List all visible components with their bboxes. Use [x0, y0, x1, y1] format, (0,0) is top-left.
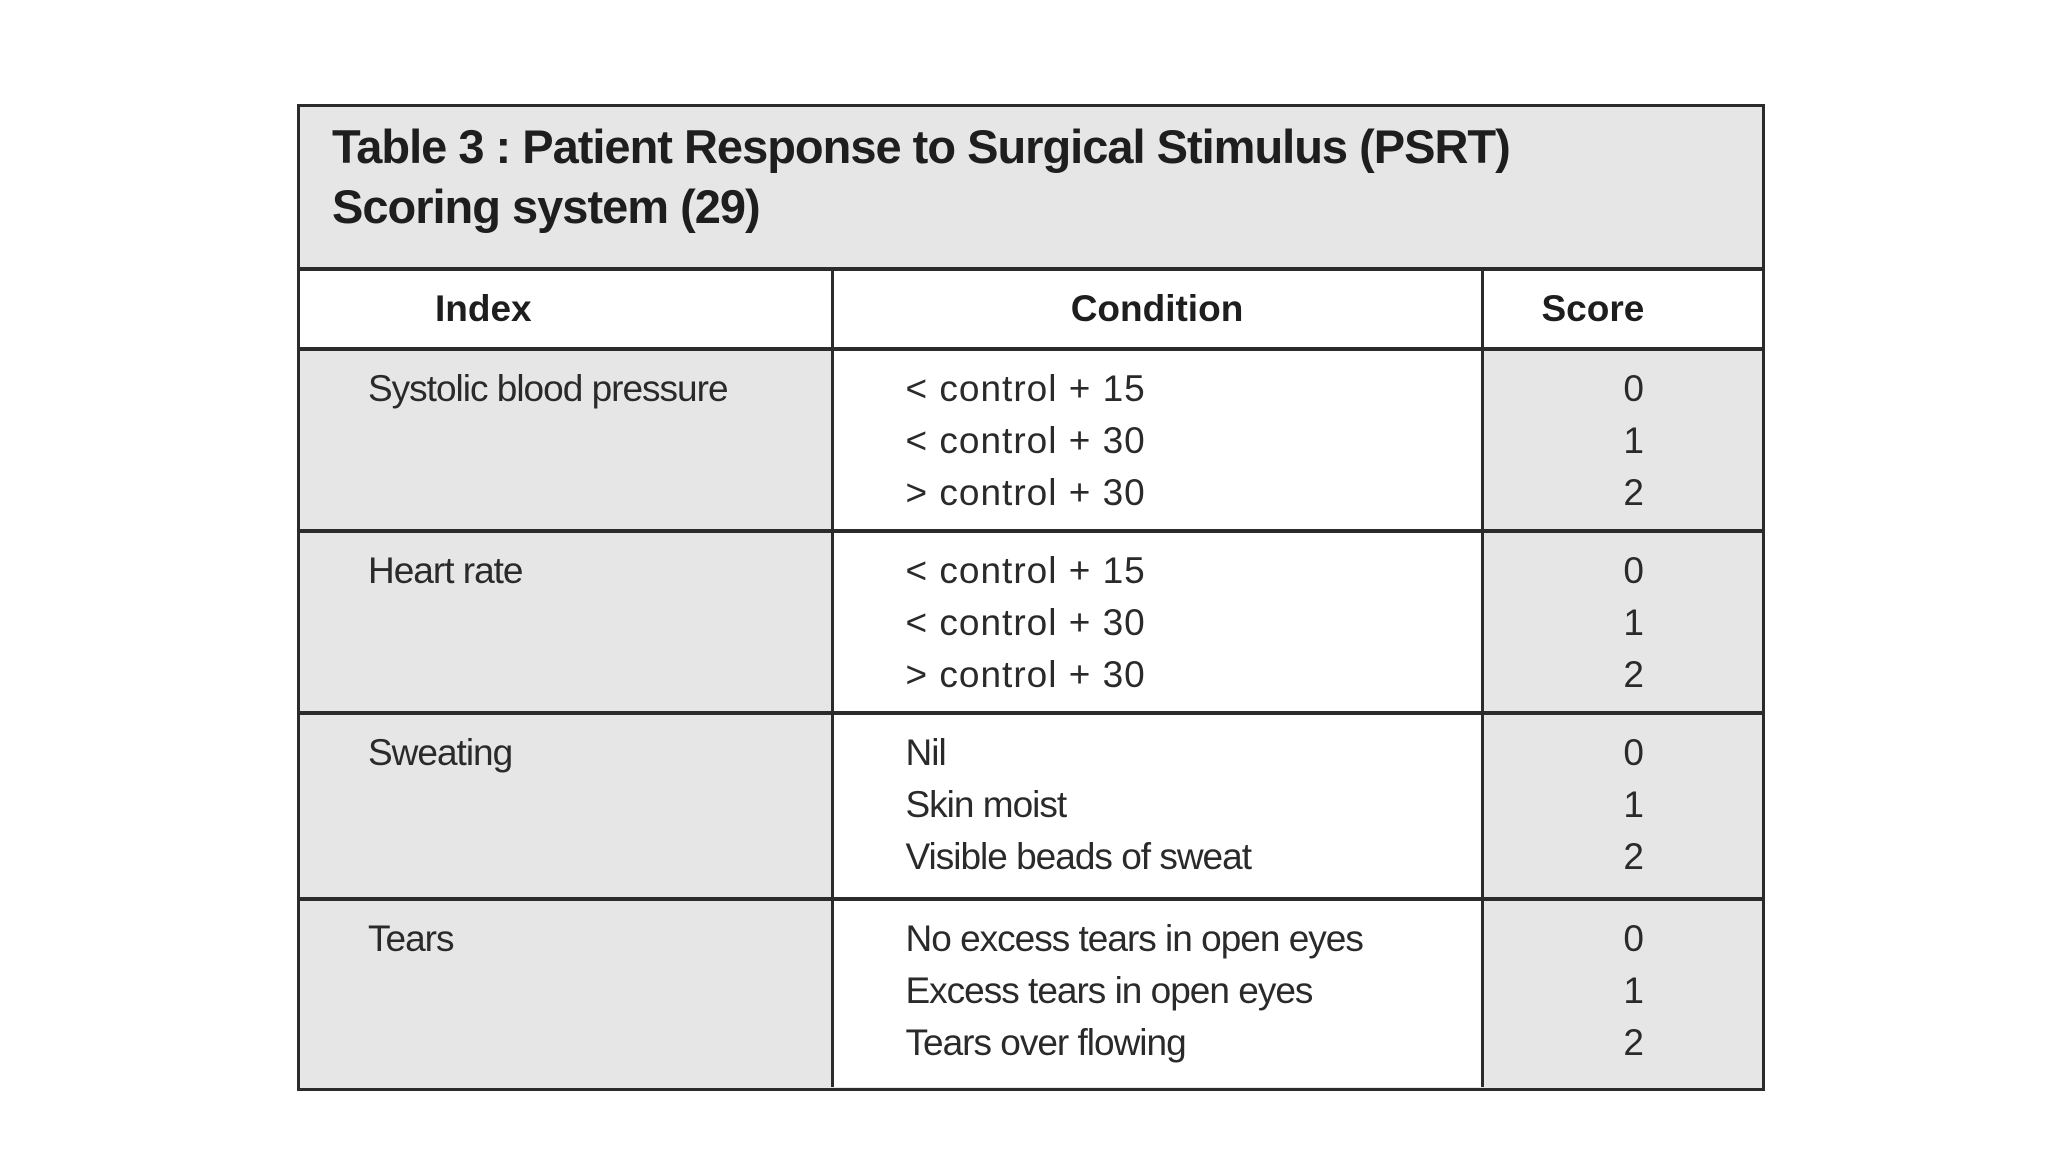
condition-line: Nil [905, 732, 947, 773]
score-value: 1 [1623, 970, 1644, 1011]
table-row: Tears No excess tears in open eyes Exces… [300, 899, 1762, 1087]
table-row: Systolic blood pressure < control + 15 <… [300, 349, 1762, 533]
index-cell: Systolic blood pressure [300, 349, 834, 533]
table-caption: Table 3 : Patient Response to Surgical S… [300, 107, 1762, 271]
score-value: 0 [1623, 918, 1644, 959]
condition-line: < control + 15 [905, 368, 1146, 409]
condition-line: Tears over flowing [905, 1022, 1187, 1063]
header-score: Score [1482, 271, 1762, 351]
score-cell: 0 1 2 [1482, 531, 1762, 715]
score-value: 2 [1623, 654, 1644, 695]
index-cell: Tears [300, 899, 834, 1087]
condition-cell: Nil Skin moist Visible beads of sweat [832, 713, 1484, 901]
score-value: 1 [1623, 784, 1644, 825]
index-label: Systolic blood pressure [368, 368, 729, 409]
index-label: Tears [368, 918, 454, 959]
condition-cell: < control + 15 < control + 30 > control … [832, 531, 1484, 715]
condition-line: Skin moist [905, 784, 1068, 825]
psrt-table: Index Condition Score Systolic blood pre… [300, 271, 1762, 1087]
score-cell: 0 1 2 [1482, 713, 1762, 901]
score-cell: 0 1 2 [1482, 349, 1762, 533]
table-title-line-1: Table 3 : Patient Response to Surgical S… [332, 120, 1511, 173]
score-value: 2 [1623, 836, 1644, 877]
condition-line: > control + 30 [905, 654, 1146, 695]
header-index: Index [300, 271, 834, 351]
condition-line: No excess tears in open eyes [905, 918, 1364, 959]
condition-line: Excess tears in open eyes [905, 970, 1314, 1011]
score-value: 1 [1623, 420, 1644, 461]
condition-line: < control + 30 [905, 602, 1146, 643]
score-cell: 0 1 2 [1482, 899, 1762, 1087]
score-value: 2 [1623, 1022, 1644, 1063]
condition-cell: < control + 15 < control + 30 > control … [832, 349, 1484, 533]
score-value: 1 [1623, 602, 1644, 643]
index-label: Sweating [368, 732, 513, 773]
condition-line: Visible beads of sweat [905, 836, 1253, 877]
index-cell: Sweating [300, 713, 834, 901]
index-cell: Heart rate [300, 531, 834, 715]
table-title-line-2: Scoring system (29) [332, 180, 761, 233]
score-value: 2 [1623, 472, 1644, 513]
condition-line: < control + 15 [905, 550, 1146, 591]
score-value: 0 [1623, 550, 1644, 591]
table-row: Sweating Nil Skin moist Visible beads of… [300, 713, 1762, 901]
index-label: Heart rate [368, 550, 524, 591]
table-row: Heart rate < control + 15 < control + 30… [300, 531, 1762, 715]
header-row: Index Condition Score [300, 271, 1762, 351]
psrt-table-box: Table 3 : Patient Response to Surgical S… [297, 104, 1765, 1091]
score-value: 0 [1623, 732, 1644, 773]
condition-line: > control + 30 [905, 472, 1146, 513]
condition-line: < control + 30 [905, 420, 1146, 461]
condition-cell: No excess tears in open eyes Excess tear… [832, 899, 1484, 1087]
score-value: 0 [1623, 368, 1644, 409]
header-condition: Condition [832, 271, 1484, 351]
